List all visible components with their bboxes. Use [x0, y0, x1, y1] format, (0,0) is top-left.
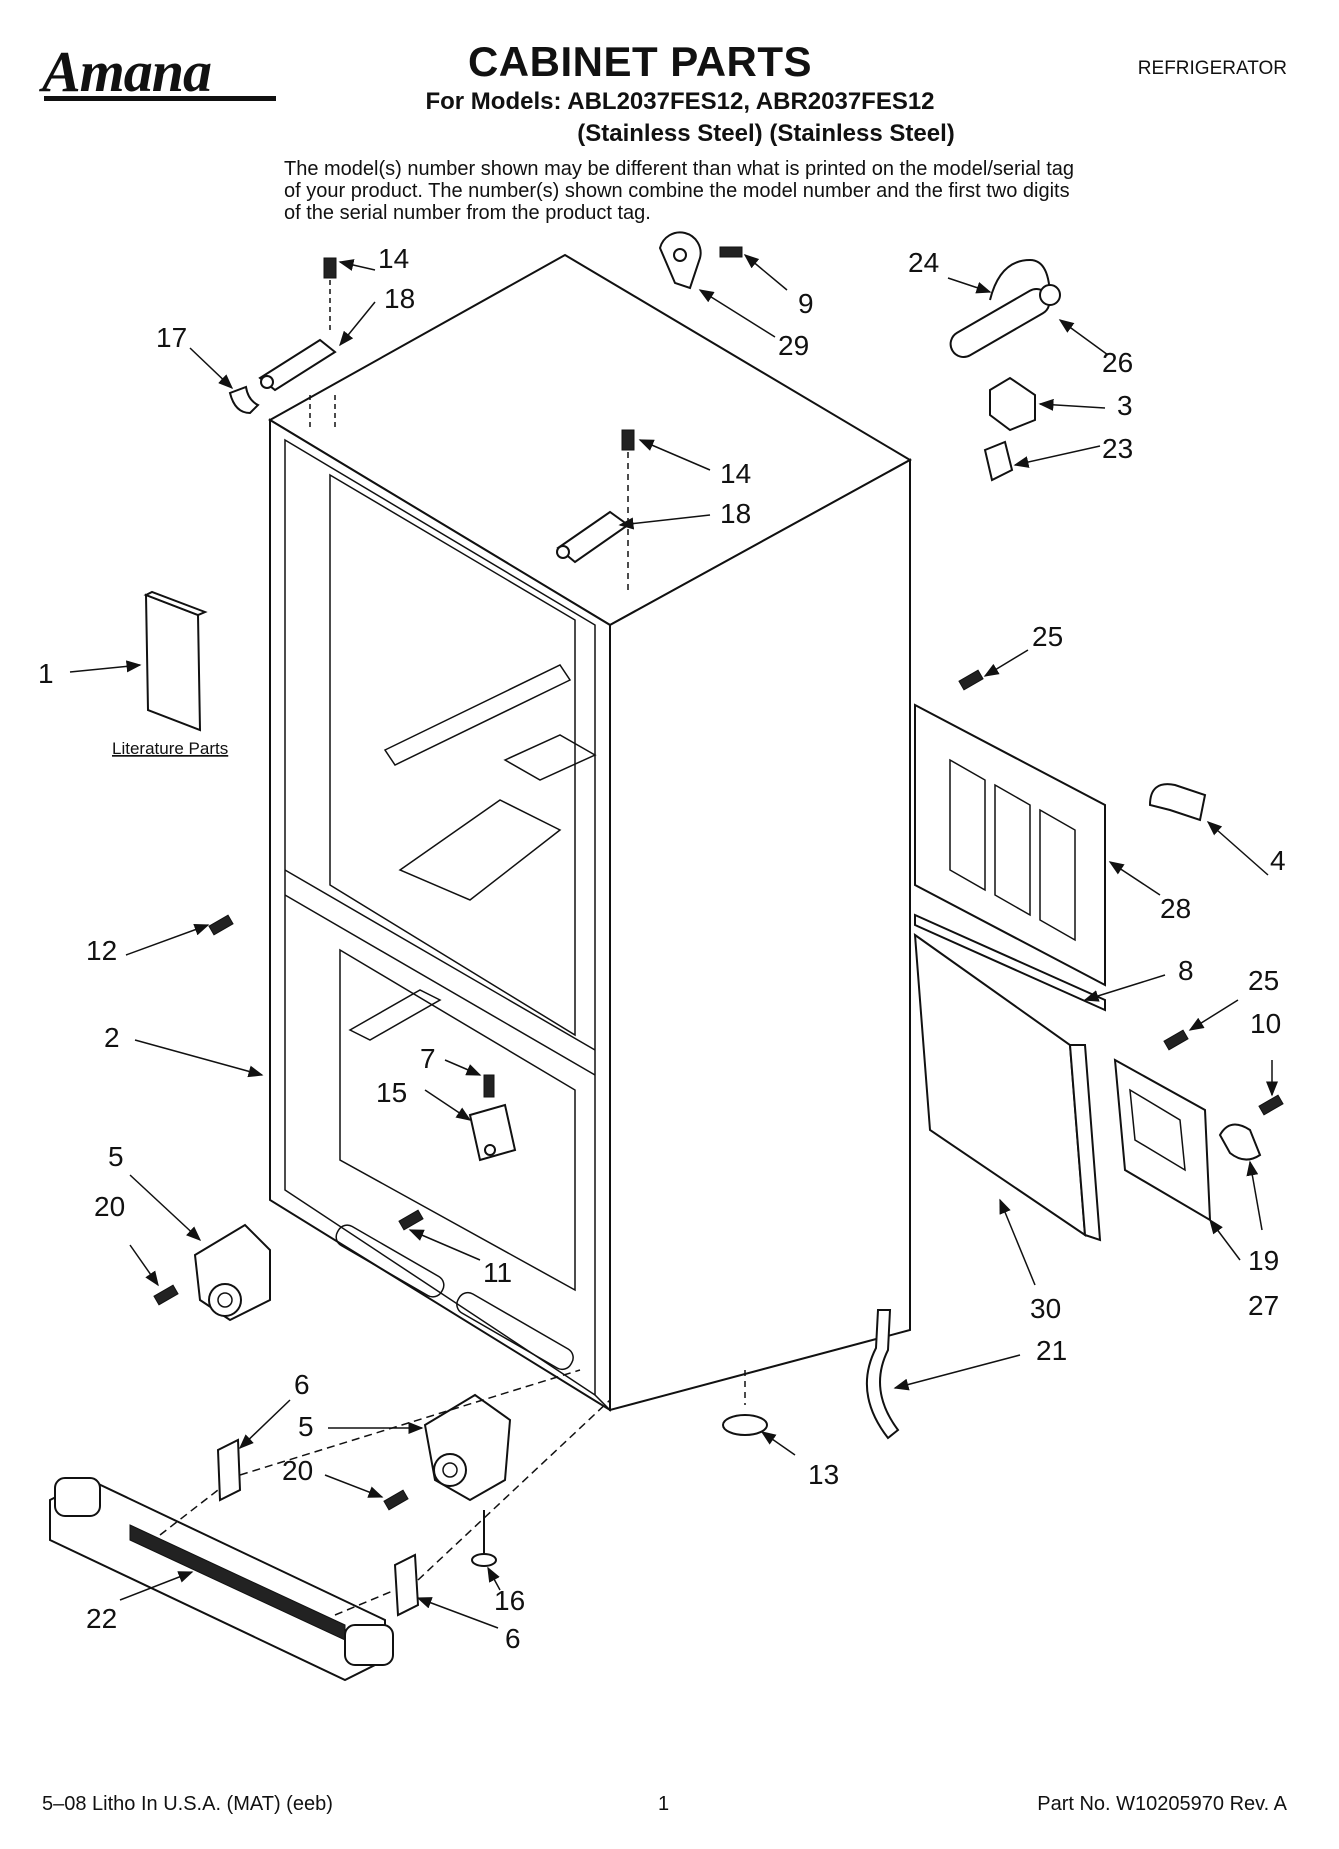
models-line: For Models: ABL2037FES12, ABR2037FES12: [425, 88, 935, 115]
foot-13: [722, 1370, 768, 1436]
finish-line: (Stainless Steel) (Stainless Steel): [577, 120, 955, 147]
callout-10: 10: [1250, 1008, 1281, 1039]
page-title: CABINET PARTS: [467, 38, 813, 85]
category-label: REFRIGERATOR: [1137, 58, 1287, 79]
callout-5b: 5: [298, 1411, 314, 1442]
callout-14a: 14: [378, 243, 409, 274]
callout-25b: 25: [1248, 965, 1279, 996]
callout-20a: 20: [94, 1191, 125, 1222]
literature-parts: [143, 590, 208, 732]
leveling-leg-16: [471, 1510, 497, 1567]
toe-grille-22: [49, 1477, 394, 1682]
drain-tube-21: [865, 1309, 900, 1440]
callout-6a: 6: [294, 1369, 310, 1400]
callout-28: 28: [1160, 893, 1191, 924]
callout-27: 27: [1248, 1290, 1279, 1321]
callout-8: 8: [1178, 955, 1194, 986]
callout-11: 11: [483, 1257, 512, 1288]
leader-arrows: [69, 254, 1278, 1629]
callout-labels: 1 2 3 4 5 5 6 6 7 8 9 10 11 12 13 14 14 …: [38, 243, 1286, 1654]
top-hinge-left: [258, 257, 337, 430]
callout-1: 1: [38, 658, 54, 689]
water-tube-assembly: [949, 258, 1061, 358]
callout-15: 15: [376, 1077, 407, 1108]
bracket-15: [468, 1103, 517, 1162]
seal-strip-8: [914, 913, 1106, 1012]
cord-clip-4: [1148, 783, 1207, 822]
clip-23: [983, 440, 1014, 482]
hinge-cover-29: [658, 231, 743, 290]
callout-9: 9: [798, 288, 814, 319]
model-note: The model(s) number shown may be differe…: [284, 158, 1075, 224]
callout-25a: 25: [1032, 621, 1063, 652]
callout-30: 30: [1030, 1293, 1061, 1324]
page-number: 1: [658, 1793, 670, 1815]
callout-19: 19: [1248, 1245, 1279, 1276]
callout-22: 22: [86, 1603, 117, 1634]
clip-3: [989, 376, 1036, 432]
callout-26: 26: [1102, 347, 1133, 378]
callout-23: 23: [1102, 433, 1133, 464]
brand-logo: Amana: [42, 39, 212, 104]
roller-assembly-right: [423, 1393, 512, 1502]
back-panel-28: [914, 703, 1106, 987]
callout-18b: 18: [720, 498, 751, 529]
callout-3: 3: [1117, 390, 1133, 421]
cable-clamp-19: [1218, 1123, 1262, 1161]
part-number: Part No. W10205970 Rev. A: [1037, 1793, 1287, 1815]
callout-5a: 5: [108, 1141, 124, 1172]
callout-18a: 18: [384, 283, 415, 314]
hinge-plug-17: [228, 385, 260, 415]
electrical-box-27: [1113, 1058, 1212, 1222]
callout-24: 24: [908, 247, 939, 278]
machine-compartment-cover-30: [913, 932, 1102, 1242]
footer-print-info: 5–08 Litho In U.S.A. (MAT) (eeb): [42, 1793, 333, 1815]
callout-17: 17: [156, 322, 187, 353]
callout-21: 21: [1036, 1335, 1067, 1366]
brand-underline: [44, 96, 276, 101]
roller-assembly-left: [193, 1223, 271, 1322]
callout-2: 2: [104, 1022, 120, 1053]
screws: [153, 669, 1284, 1511]
callout-6b: 6: [505, 1623, 521, 1654]
callout-4: 4: [1270, 845, 1286, 876]
cabinet-body: [268, 253, 913, 1412]
callout-29: 29: [778, 330, 809, 361]
callout-12: 12: [86, 935, 117, 966]
grille-clips-6: [159, 1369, 611, 1617]
callout-13: 13: [808, 1459, 839, 1490]
callout-20b: 20: [282, 1455, 313, 1486]
bracket-15-hole: [484, 1144, 496, 1156]
callout-16: 16: [494, 1585, 525, 1616]
callout-14b: 14: [720, 458, 751, 489]
literature-label: Literature Parts: [112, 739, 228, 758]
callout-7: 7: [420, 1043, 436, 1074]
